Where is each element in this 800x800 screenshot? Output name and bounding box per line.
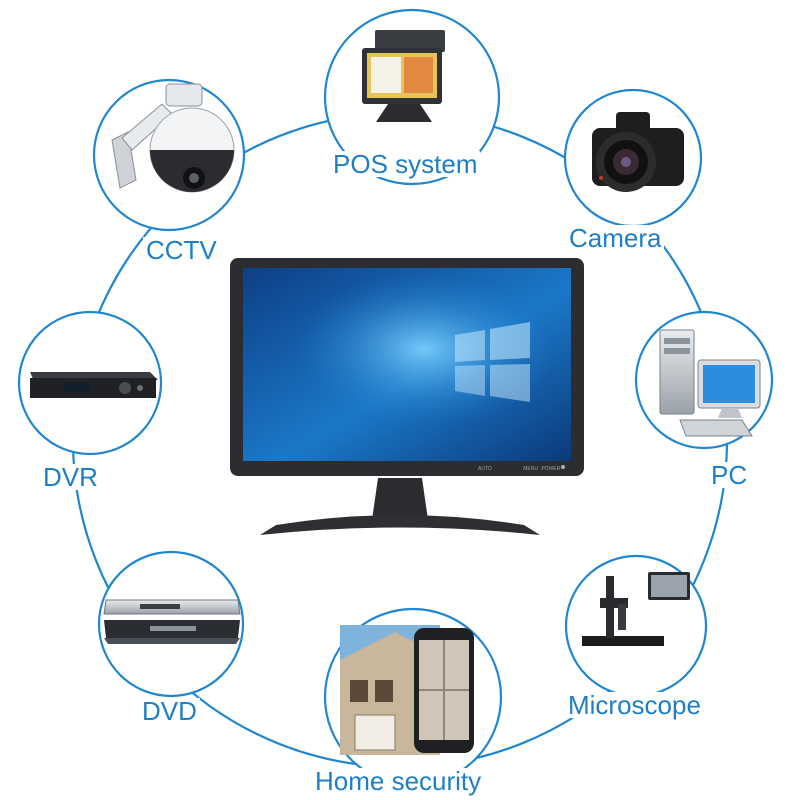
monitor [230,258,584,535]
label-dvd: DVD [139,698,200,724]
dslr-camera-icon [592,112,684,192]
label-cctv: CCTV [143,237,220,263]
home-security-icon [340,625,474,755]
label-pc: PC [708,462,751,488]
windows-logo [455,322,530,402]
label-camera: Camera [566,225,665,251]
dvd-player-icon [103,599,241,644]
node-pos [323,8,501,186]
node-microscope [564,554,708,698]
cctv-camera-icon [111,83,235,193]
power-led [561,465,565,469]
monitor-stand [372,478,428,520]
node-cctv [92,78,246,232]
microscope-icon [582,572,690,646]
node-camera [563,88,703,228]
node-dvr [17,310,163,456]
node-dvd [97,550,245,698]
dvr-recorder-icon [30,372,158,398]
label-microscope: Microscope [565,692,704,718]
label-dvr: DVR [40,464,101,490]
desktop-pc-icon [659,329,761,437]
node-home-security [323,607,503,787]
pos-terminal-icon [362,30,445,122]
monitor-base [260,515,540,535]
label-home-security: Home security [312,768,485,794]
label-pos-system: POS system [330,151,481,177]
monitor-buttons-label: AUTO MENU POWER [478,466,561,472]
node-pc [634,310,774,450]
